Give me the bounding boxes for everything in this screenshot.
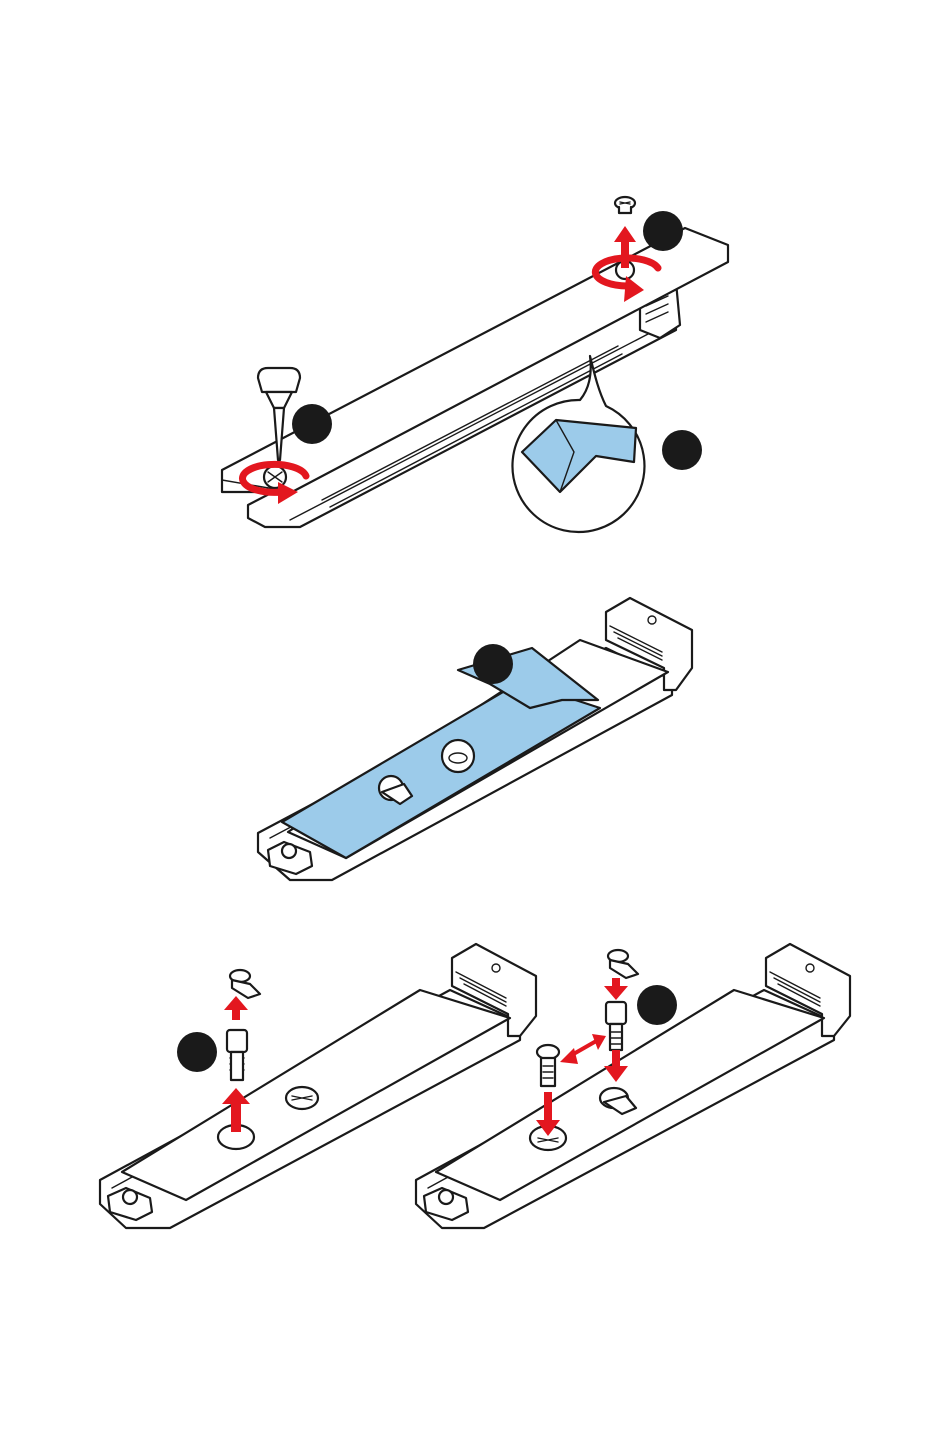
step-marker-5 <box>177 1032 217 1072</box>
panel-remove-heatsink <box>222 197 728 532</box>
standoff-icon <box>230 970 260 998</box>
step-marker-4 <box>473 644 513 684</box>
panel-peel-thermal-pad <box>258 598 692 880</box>
step-marker-3 <box>662 430 702 470</box>
double-arrow-icon <box>560 1034 606 1064</box>
up-arrow-icon <box>224 996 248 1020</box>
step-marker-1 <box>292 404 332 444</box>
thermal-pad-icon <box>282 682 600 858</box>
screw-icon <box>537 1045 559 1086</box>
standoff-icon <box>608 950 638 978</box>
screw-icon <box>615 197 635 213</box>
down-arrow-icon <box>604 978 628 1000</box>
standoff-icon <box>227 1030 247 1080</box>
step-marker-2 <box>643 211 683 251</box>
standoff-icon <box>606 1002 626 1050</box>
screw-hole-pad <box>442 740 474 772</box>
step-marker-6 <box>637 985 677 1025</box>
